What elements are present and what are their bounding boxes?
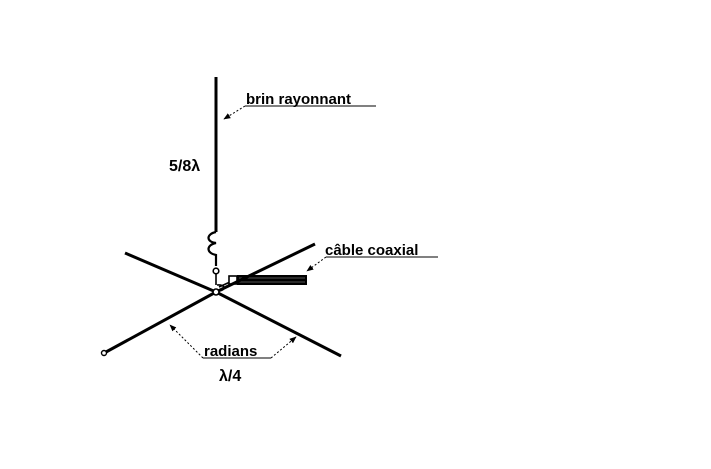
radial-back-right (215, 242, 316, 294)
loading-coil (207, 230, 218, 266)
base-junction (212, 288, 220, 296)
coil-terminal (212, 267, 220, 275)
radial-front-right (215, 290, 342, 358)
radiating-element-label: brin rayonnant (246, 91, 351, 108)
radiating-element-callout (223, 105, 376, 120)
coax-cable-body (237, 275, 307, 285)
radial-end-cap (100, 349, 108, 357)
radials-label: radians (204, 343, 257, 360)
coax-callout (306, 256, 438, 272)
element-length-label: 5/8λ (169, 158, 200, 175)
coax-cable-label: câble coaxial (325, 242, 418, 259)
radials-length-label: λ/4 (219, 368, 241, 385)
radial-back-left (124, 251, 217, 294)
radial-front-left (105, 290, 217, 354)
radials-callout (169, 324, 297, 359)
feed-link (218, 281, 231, 288)
